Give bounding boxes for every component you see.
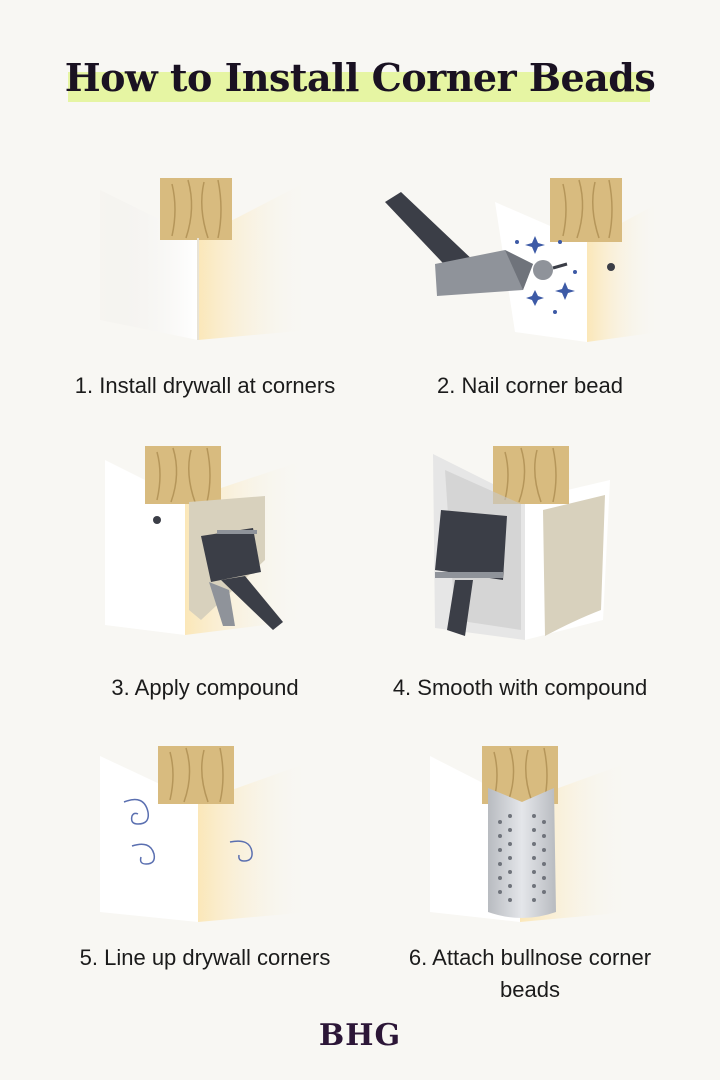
step-3-caption: 3. Apply compound [111,675,299,700]
step-1-illustration [100,170,340,340]
step-5-illustration [100,742,340,922]
hammer-icon [385,192,568,296]
step-1-caption: 1. Install drywall at corners [74,373,336,398]
wood-stud-1 [160,178,232,240]
swirl-icons [123,798,253,865]
bhg-logo: BHG [318,1018,402,1053]
step-2-illustration [385,172,665,342]
step-4-caption: 4. Smooth with compound [392,675,648,700]
step-5-caption: 5. Line up drywall corners [79,945,331,970]
spark-icons [515,236,577,314]
step-6-caption: 6. Attach bullnose corner beads [408,945,652,1002]
title-highlight [68,72,650,102]
step-2-caption: 2. Nail corner bead [437,373,623,398]
bullnose-bead-icon [488,788,556,918]
putty-knife-icon [201,528,283,630]
step-6-illustration [430,742,650,922]
nail-head [607,263,615,271]
step-3-illustration [105,440,345,640]
page-title: How to Install Corner Beads [64,55,656,100]
title-container: How to Install Corner Beads [0,50,720,106]
taping-knife-icon [435,510,507,636]
step-4-illustration [425,440,625,640]
